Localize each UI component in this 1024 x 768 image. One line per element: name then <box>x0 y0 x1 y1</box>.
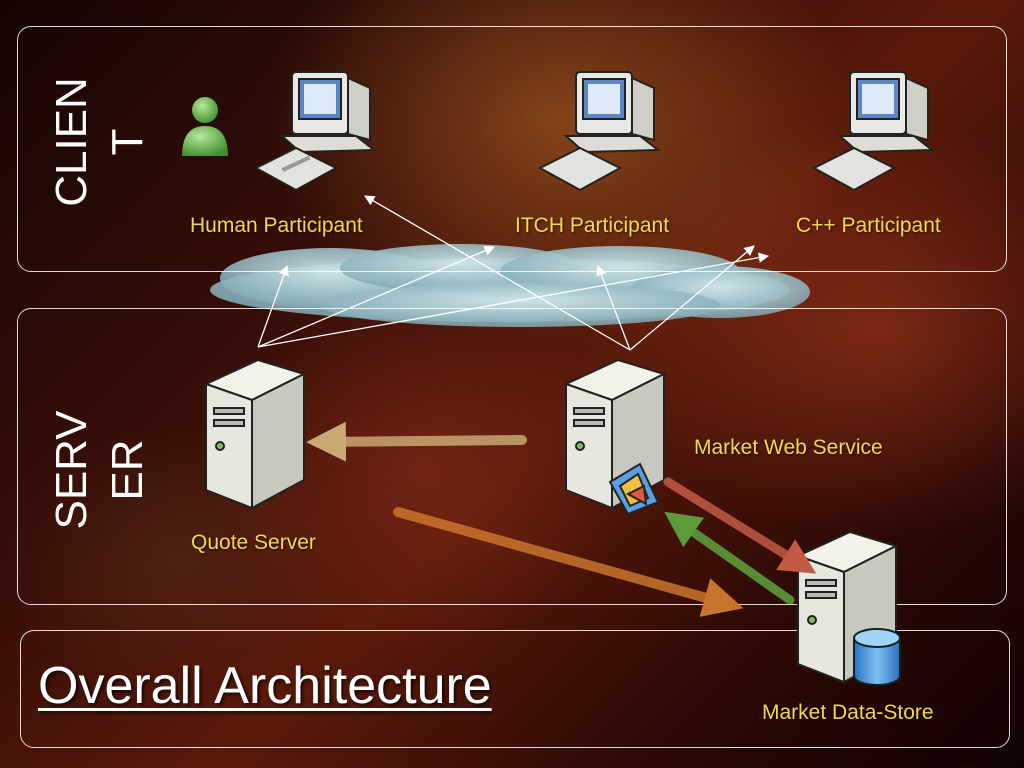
quote-server-label: Quote Server <box>191 531 316 554</box>
market-data-store-label: Market Data-Store <box>762 701 934 724</box>
server-section <box>17 308 1007 605</box>
cpp-participant-label: C++ Participant <box>796 214 941 237</box>
web-service-icon <box>608 462 660 516</box>
link-quote-to-itch <box>257 245 495 348</box>
human-participant-label: Human Participant <box>190 214 363 237</box>
page-title: Overall Architecture <box>38 657 492 715</box>
user-icon <box>182 97 228 156</box>
link-mws-to-itch <box>596 265 631 351</box>
link-mws-to-human <box>364 195 631 351</box>
link-quote-to-cpp <box>257 252 770 348</box>
arrow-quote-to-store <box>393 507 744 617</box>
itch-participant-label: ITCH Participant <box>515 214 670 237</box>
arrow-mws-to-quote <box>306 421 527 462</box>
database-icon <box>853 628 901 686</box>
arrow-store-to-mws <box>664 511 795 605</box>
server-icon <box>203 358 307 510</box>
workstation-icon <box>253 71 377 192</box>
market-web-service-label: Market Web Service <box>694 436 883 459</box>
workstation-icon <box>537 71 661 192</box>
link-quote-to-human <box>257 265 289 348</box>
workstation-icon <box>811 71 935 192</box>
title-section <box>20 630 1010 748</box>
client-section <box>17 26 1007 272</box>
arrow-mws-to-store <box>663 477 817 574</box>
link-mws-to-cpp <box>629 245 755 351</box>
